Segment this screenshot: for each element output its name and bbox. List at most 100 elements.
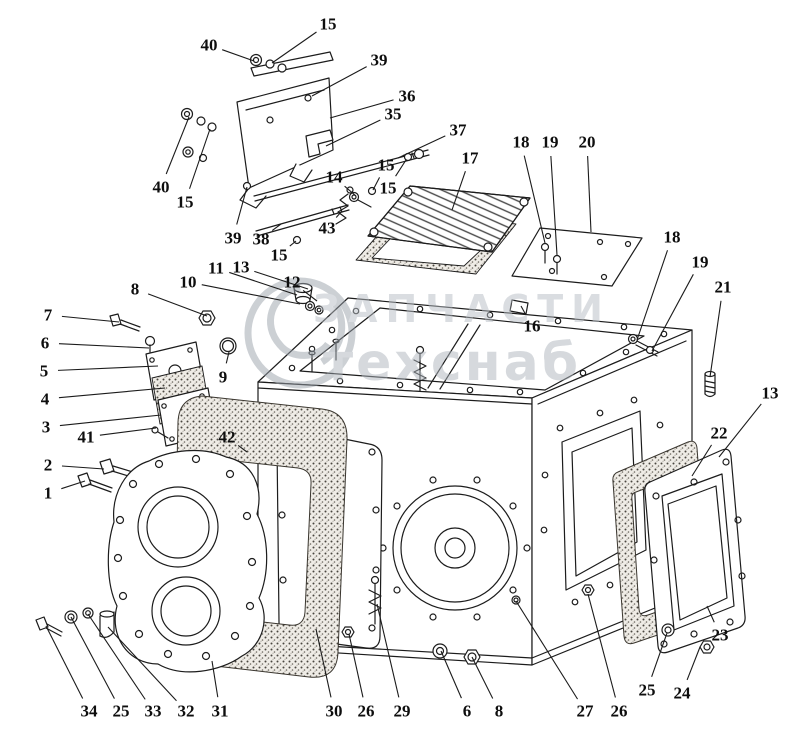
leader-line-36 — [329, 99, 394, 119]
leader-line-13 — [254, 270, 309, 290]
leader-line-15 — [372, 177, 381, 191]
part-number-8: 8 — [495, 702, 504, 721]
mounting-bracket-assembly — [180, 51, 430, 245]
right-studs — [627, 333, 716, 398]
watermark-line2: техснаб — [323, 333, 581, 393]
leader-line-43 — [335, 211, 342, 218]
leader-line-9 — [225, 351, 230, 364]
leader-line-26 — [348, 633, 364, 698]
leader-line-6 — [58, 343, 150, 349]
leader-line-35 — [325, 119, 381, 147]
part-number-23: 23 — [712, 626, 729, 645]
part-number-22: 22 — [711, 424, 728, 443]
leader-line-22 — [691, 444, 713, 477]
leader-line-42 — [237, 444, 248, 453]
part-number-25: 25 — [113, 702, 130, 721]
leader-line-26 — [587, 593, 616, 698]
part-number-17: 17 — [462, 149, 480, 168]
part-number-15: 15 — [271, 246, 288, 265]
part-number-13: 13 — [762, 384, 779, 403]
bottom-left-fasteners — [35, 607, 115, 638]
part-number-32: 32 — [178, 702, 195, 721]
leader-line-18 — [636, 250, 669, 341]
leader-line-39 — [311, 66, 367, 97]
leader-line-32 — [107, 626, 177, 702]
part-number-31: 31 — [212, 702, 229, 721]
part-number-11: 11 — [208, 259, 224, 278]
part-number-16: 16 — [524, 317, 541, 336]
part-number-8: 8 — [131, 280, 140, 299]
part-number-41: 41 — [78, 428, 95, 447]
leader-line-33 — [87, 613, 146, 700]
part-number-43: 43 — [319, 219, 336, 238]
part-number-27: 27 — [577, 702, 595, 721]
leader-line-15 — [189, 128, 211, 189]
part-number-9: 9 — [219, 368, 228, 387]
part-number-1: 1 — [44, 484, 53, 503]
leader-line-38 — [271, 223, 282, 232]
leader-line-39 — [236, 186, 248, 225]
side-cover — [644, 448, 746, 654]
leader-line-29 — [376, 603, 400, 698]
part-number-15: 15 — [177, 193, 194, 212]
watermark: ЗАПЧАСТИ техснаб — [244, 277, 603, 393]
part-number-40: 40 — [153, 178, 170, 197]
leader-line-25 — [70, 616, 115, 699]
part-number-18: 18 — [664, 228, 681, 247]
part-number-34: 34 — [81, 702, 99, 721]
front-cover — [107, 449, 268, 673]
top-cover-assembly — [355, 185, 531, 275]
part-number-6: 6 — [463, 702, 472, 721]
part-number-39: 39 — [371, 51, 388, 70]
part-number-24: 24 — [674, 684, 692, 703]
leader-line-2 — [61, 465, 105, 470]
leader-line-8 — [471, 656, 494, 699]
leader-line-40 — [222, 49, 255, 62]
part-number-10: 10 — [180, 273, 197, 292]
part-number-19: 19 — [542, 133, 559, 152]
part-number-6: 6 — [41, 334, 50, 353]
leader-line-8 — [147, 293, 208, 317]
part-number-21: 21 — [715, 278, 732, 297]
part-number-33: 33 — [145, 702, 162, 721]
leader-line-30 — [315, 628, 332, 698]
leader-line-37 — [397, 135, 446, 159]
part-number-4: 4 — [41, 390, 50, 409]
leader-line-1 — [61, 480, 86, 490]
leader-line-14 — [344, 185, 357, 197]
part-number-13: 13 — [233, 258, 250, 277]
part-number-42: 42 — [219, 428, 236, 447]
part-number-38: 38 — [253, 230, 270, 249]
leader-line-21 — [709, 300, 722, 378]
rear-top-plate — [511, 227, 643, 287]
leader-line-27 — [515, 600, 579, 700]
leader-line-6 — [440, 650, 462, 699]
part-number-26: 26 — [611, 702, 628, 721]
leader-line-12 — [302, 290, 318, 302]
leader-line-4 — [58, 387, 166, 399]
leader-line-23 — [706, 605, 715, 623]
leader-line-18 — [523, 155, 546, 244]
leader-line-13 — [718, 403, 762, 458]
leader-line-25 — [651, 632, 668, 677]
leader-line-41 — [99, 427, 157, 436]
part-number-14: 14 — [326, 168, 344, 187]
part-number-37: 37 — [450, 121, 468, 140]
flange-bolts — [77, 458, 147, 493]
part-number-2: 2 — [44, 456, 53, 475]
leader-line-19 — [550, 155, 558, 256]
leader-line-34 — [45, 625, 84, 699]
part-number-18: 18 — [513, 133, 530, 152]
part-number-15: 15 — [380, 179, 397, 198]
leader-line-16 — [520, 305, 526, 314]
part-number-19: 19 — [692, 253, 709, 272]
part-number-40: 40 — [201, 36, 218, 55]
part-number-7: 7 — [44, 306, 53, 325]
leader-line-3 — [59, 414, 162, 427]
part-number-20: 20 — [579, 133, 596, 152]
part-number-26: 26 — [358, 702, 375, 721]
part-number-3: 3 — [42, 418, 51, 437]
part-number-36: 36 — [399, 87, 416, 106]
